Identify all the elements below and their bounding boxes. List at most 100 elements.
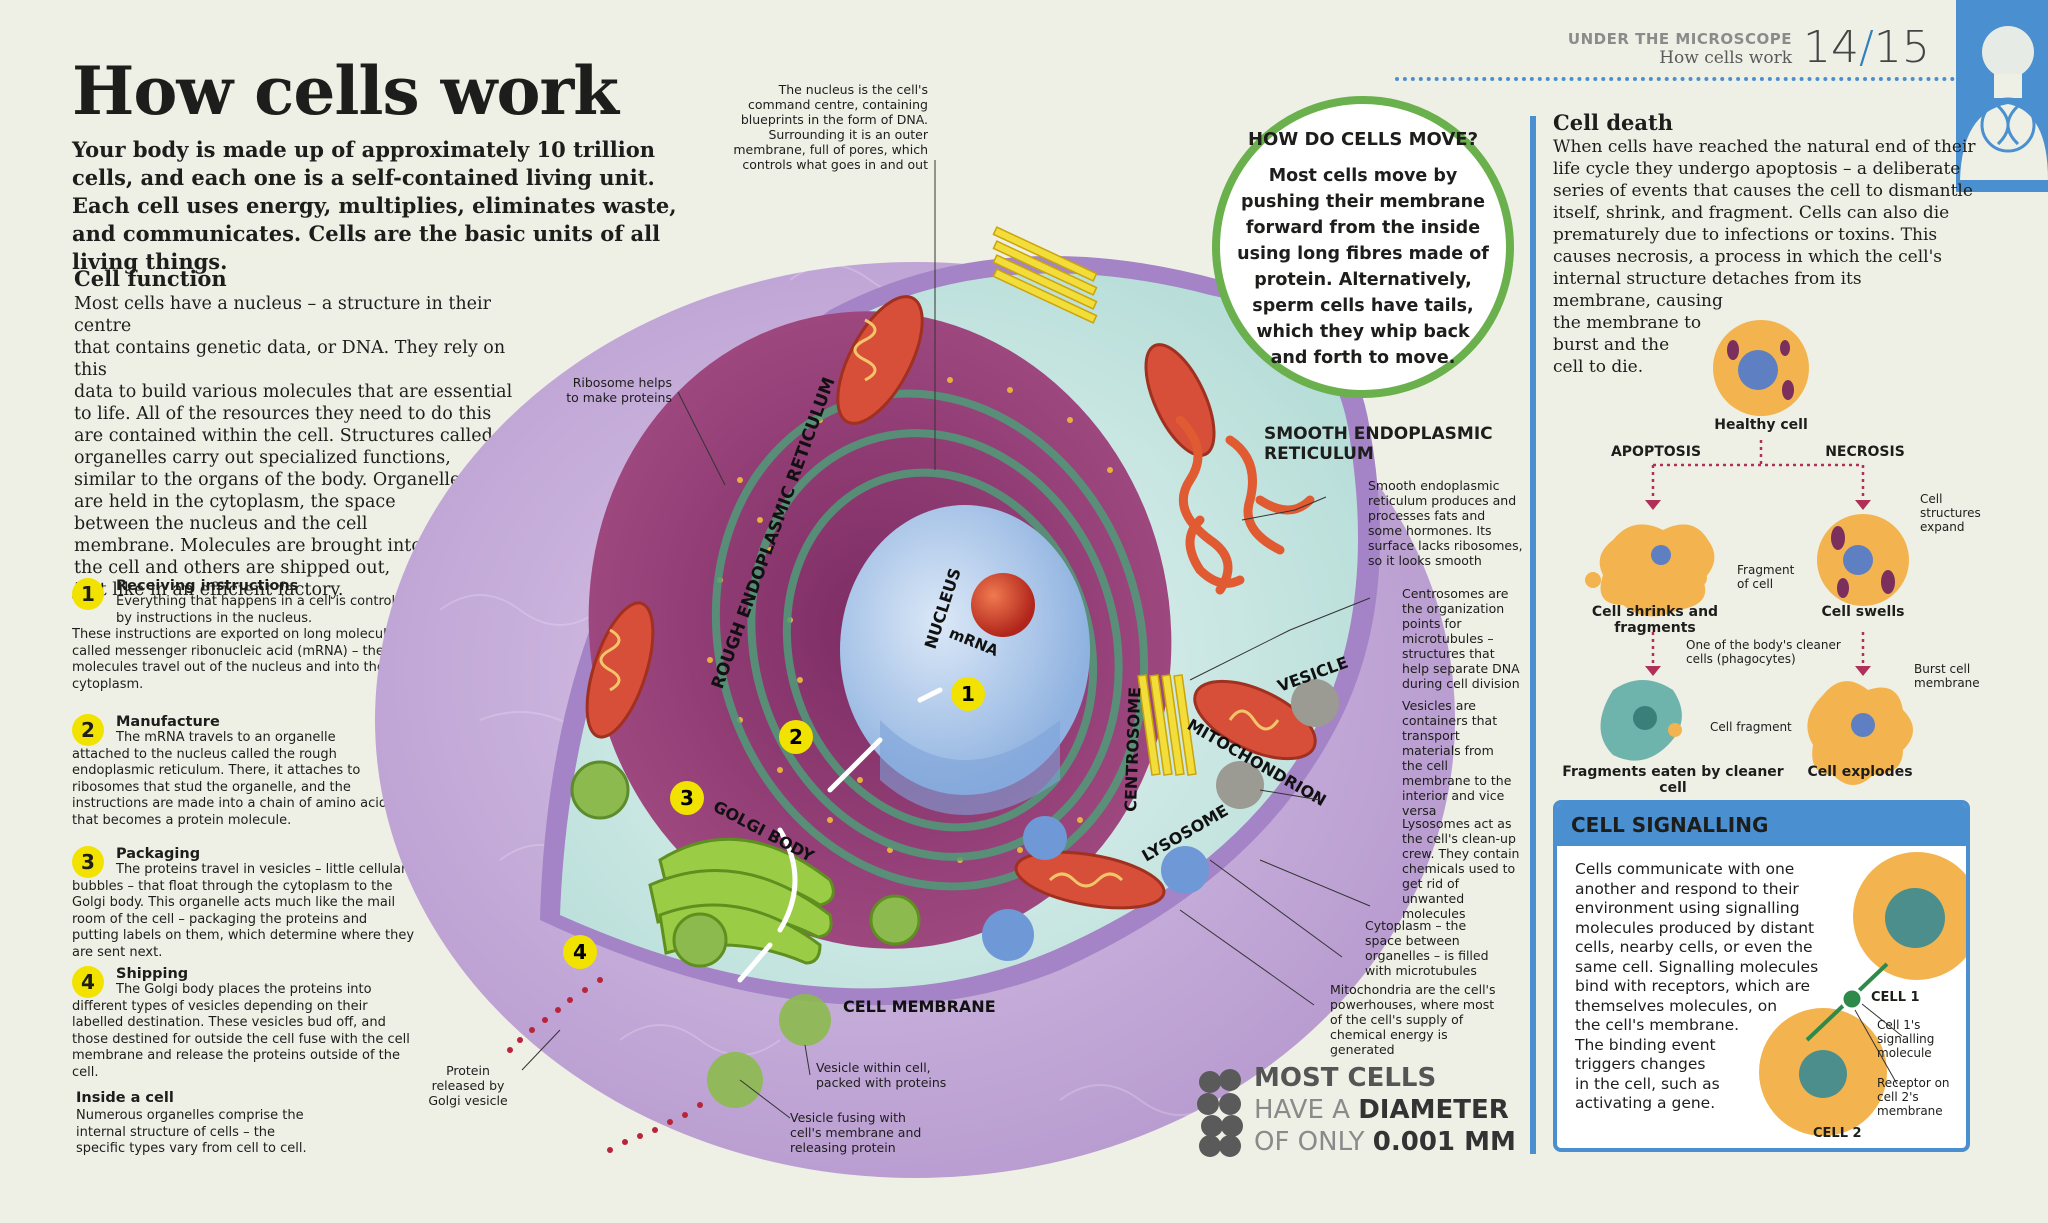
diameter-line-3: OF ONLY 0.001 MM — [1254, 1126, 1516, 1158]
step-number: 1 — [72, 578, 104, 610]
burst-membrane-label: Burst cell membrane — [1914, 662, 1980, 690]
signalling-line: themselves molecules, on — [1575, 996, 1778, 1015]
swells-label: Cell swells — [1821, 604, 1905, 620]
cell-signalling-panel: CELL SIGNALLING Cells communicate with o… — [1553, 800, 1970, 1152]
cytoplasm-note: Cytoplasm – the space between organelles… — [1365, 918, 1489, 978]
cell-function-line: Most cells have a nucleus – a structure … — [74, 294, 491, 336]
cell-function-body: Most cells have a nucleus – a structure … — [74, 293, 514, 601]
vesicle-within-note: Vesicle within cell, packed with protein… — [816, 1060, 947, 1090]
eaten-label: Fragments eaten by cleaner cell — [1562, 764, 1784, 796]
diameter-line-1: MOST CELLS — [1254, 1063, 1437, 1093]
signalling-diagram — [1759, 852, 1966, 1136]
step-text-cont: bubbles – that float through the cytopla… — [72, 878, 415, 960]
cell-1-label: CELL 1 — [1871, 990, 1920, 1005]
section-subtitle: How cells work — [1659, 48, 1792, 68]
step-4: 4 Shipping The Golgi body places the pro… — [72, 966, 417, 1081]
step-marker-4: 4 — [573, 940, 587, 964]
smooth-er-note: Smooth endoplasmic reticulum produces an… — [1368, 478, 1523, 568]
cell-function-line: between the nucleus and the cell — [74, 514, 368, 534]
cell-death-line: causes necrosis, a process in which the … — [1553, 247, 1943, 267]
cell-function-line: organelles carry out specialized functio… — [74, 448, 451, 468]
step-heading: Shipping — [116, 966, 189, 982]
signalling-line: activating a gene. — [1575, 1094, 1716, 1112]
step-text-cont: attached to the nucleus called the rough… — [72, 746, 394, 828]
step-heading: Receiving instructions — [116, 578, 299, 594]
cell-function-line: to life. All of the resources they need … — [74, 404, 492, 424]
signalling-line: another and respond to their — [1575, 879, 1799, 898]
step-text: The mRNA travels to an organelle — [116, 730, 336, 745]
explodes-label: Cell explodes — [1807, 764, 1913, 780]
cell-function-heading: Cell function — [74, 266, 227, 291]
cell-function-line: the cell and others are shipped out, — [74, 558, 391, 578]
signalling-line: environment using signalling — [1575, 899, 1800, 917]
step-text: The Golgi body places the proteins into — [116, 982, 372, 997]
shrinks-label: Cell shrinks and fragments — [1591, 604, 1719, 636]
cell-death-line: the membrane to — [1553, 313, 1702, 333]
vesicle-fusing-note: Vesicle fusing with cell's membrane and … — [790, 1110, 922, 1155]
diameter-word: DIAMETER — [1358, 1095, 1509, 1125]
signalling-line: the cell's membrane. — [1575, 1016, 1740, 1034]
cell-function-line: just like in an efficient factory. — [74, 580, 344, 600]
cell-death-line: life cycle they undergo apoptosis – a de… — [1553, 159, 1961, 179]
cell-function-line: data to build various molecules that are… — [74, 382, 513, 402]
how-cells-move-title: HOW DO CELLS MOVE? — [1247, 129, 1479, 150]
centrosome-note: Centrosomes are the organization points … — [1402, 586, 1520, 691]
cell-2-label: CELL 2 — [1813, 1126, 1862, 1141]
page-left: 14 — [1803, 22, 1859, 73]
page-numbers: 14/15 — [1803, 22, 1930, 73]
step-1: 1 Receiving instructions Everything that… — [72, 578, 417, 693]
phagocytes-label: One of the body's cleaner cells (phagocy… — [1686, 638, 1841, 666]
chapter-badge — [1956, 0, 2048, 192]
apoptosis-label: APOPTOSIS — [1610, 444, 1702, 460]
step-marker-1: 1 — [961, 682, 975, 706]
nucleus-note: The nucleus is the cell's command centre… — [733, 82, 928, 172]
label-smooth-er: SMOOTH ENDOPLASMIC RETICULUM — [1264, 424, 1493, 464]
cell-1-signal-note: Cell 1's signalling molecule — [1877, 1018, 1935, 1060]
signalling-line: in the cell, such as — [1575, 1074, 1720, 1093]
lysosome-note: Lysosomes act as the cell's clean-up cre… — [1402, 816, 1520, 921]
centrosome-shape — [1137, 674, 1197, 776]
step-2: 2 Manufacture The mRNA travels to an org… — [72, 714, 417, 829]
cell-death-line: burst and the — [1553, 335, 1670, 355]
healthy-cell-label: Healthy cell — [1714, 417, 1808, 433]
inside-cell-heading: Inside a cell — [76, 1090, 174, 1106]
step-number: 4 — [72, 966, 104, 998]
diameter-prefix-2: OF ONLY — [1254, 1127, 1373, 1157]
diameter-fact: MOST CELLS HAVE A DIAMETER OF ONLY 0.001… — [1254, 1062, 1516, 1158]
page-title: How cells work — [72, 52, 619, 130]
cell-death-line: cell to die. — [1553, 357, 1644, 377]
step-marker-3: 3 — [680, 786, 694, 810]
column-divider — [1530, 116, 1536, 1154]
step-heading: Manufacture — [116, 714, 220, 730]
signalling-line: The binding event — [1575, 1035, 1716, 1054]
vesicle-note: Vesicles are containers that transport m… — [1402, 698, 1512, 818]
page-right: 15 — [1873, 22, 1930, 73]
fragment-label: Fragment of cell — [1737, 563, 1795, 591]
cell-death-diagram — [1585, 320, 1913, 785]
signalling-line: molecules produced by distant — [1575, 918, 1815, 937]
cell-death-line: itself, shrink, and fragment. Cells can … — [1553, 203, 1950, 223]
intro-paragraph: Your body is made up of approximately 10… — [72, 137, 677, 274]
dna-person-icon — [1960, 26, 2048, 180]
vesicle-shape — [1291, 679, 1339, 727]
receptor-note: Receptor on cell 2's membrane — [1877, 1076, 1950, 1118]
diameter-line-2: HAVE A DIAMETER — [1254, 1094, 1516, 1126]
cell-function-line: similar to the organs of the body. Organ… — [74, 470, 470, 490]
section-name: UNDER THE MICROSCOPE — [1567, 30, 1792, 48]
ribosome-note: Ribosome helps to make proteins — [566, 375, 672, 405]
protein-released-note: Protein released by Golgi vesicle — [428, 1063, 508, 1108]
cell-cluster-icon — [1197, 1069, 1243, 1157]
cell-death-line: internal structure detaches from its — [1553, 269, 1862, 289]
receptor-molecule — [1840, 987, 1864, 1011]
step-text-cont: different types of vesicles depending on… — [72, 998, 410, 1080]
lysosome-shape — [1161, 846, 1209, 894]
step-text: Everything that happens in a cell is con… — [116, 594, 415, 626]
cell-function-line: are held in the cytoplasm, the space — [74, 492, 396, 512]
step-text-cont: These instructions are exported on long … — [72, 627, 402, 692]
cell-function-line: membrane. Molecules are brought into — [74, 536, 422, 556]
header-divider — [1395, 77, 1955, 81]
structures-expand-label: Cell structures expand — [1920, 492, 1981, 534]
step-heading: Packaging — [116, 846, 201, 862]
cell-death-line: When cells have reached the natural end … — [1553, 137, 1976, 157]
mitochondria-note: Mitochondria are the cell's powerhouses,… — [1330, 982, 1496, 1057]
